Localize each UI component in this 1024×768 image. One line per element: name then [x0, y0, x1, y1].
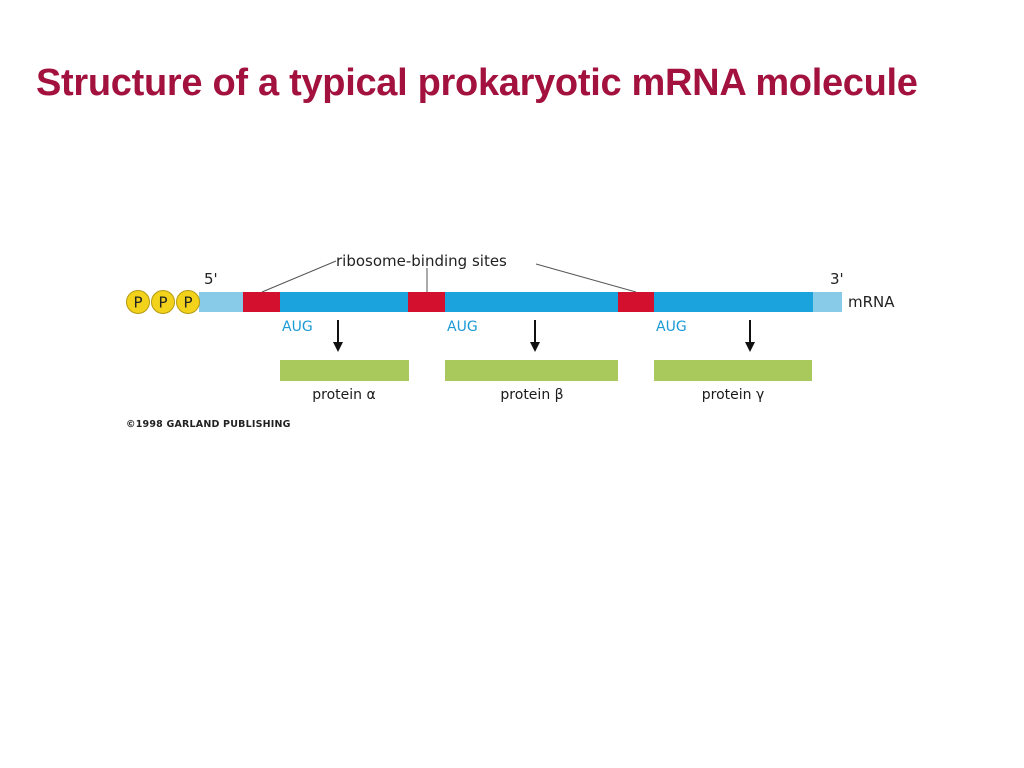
phosphate-2 [151, 290, 175, 314]
protein-bar-gamma [654, 360, 812, 381]
protein-bar-alpha [280, 360, 409, 381]
translation-arrow-1 [333, 320, 343, 352]
coding-region-beta [445, 292, 618, 312]
protein-bar-beta [445, 360, 618, 381]
ribosome-binding-site-2 [408, 292, 445, 312]
coding-region-gamma [654, 292, 813, 312]
mrna-strand [199, 292, 842, 312]
page-title: Structure of a typical prokaryotic mRNA … [36, 62, 918, 104]
triphosphate-group: P P P [126, 290, 200, 314]
ribosome-binding-site-1 [243, 292, 280, 312]
translation-arrows [333, 320, 755, 352]
translation-arrow-3 [745, 320, 755, 352]
protein-label-beta: protein β [500, 387, 563, 403]
leader-line-rbs-3 [535, 263, 637, 293]
phosphate-3 [176, 290, 200, 314]
three-prime-utr [813, 292, 842, 312]
start-codon-label-3: AUG [656, 319, 687, 335]
ribosome-binding-sites-label: ribosome-binding sites [336, 252, 507, 270]
protein-label-alpha: protein α [312, 387, 375, 403]
translation-arrow-2 [530, 320, 540, 352]
phosphate-label-3: P [183, 294, 192, 312]
phosphate-1 [126, 290, 150, 314]
three-prime-label: 3' [830, 270, 844, 288]
protein-label-gamma: protein γ [702, 387, 765, 403]
coding-region-alpha [280, 292, 408, 312]
ribosome-binding-site-3 [618, 292, 654, 312]
five-prime-utr [199, 292, 243, 312]
phosphate-label-1: P [133, 294, 142, 312]
phosphate-label-2: P [158, 294, 167, 312]
mrna-label: mRNA [848, 293, 895, 311]
five-prime-label: 5' [204, 270, 218, 288]
copyright-notice: ©1998 GARLAND PUBLISHING [126, 419, 291, 430]
start-codon-label-2: AUG [447, 319, 478, 335]
ribosome-binding-leader-lines [261, 260, 637, 293]
start-codon-label-1: AUG [282, 319, 313, 335]
leader-line-rbs-1 [261, 260, 337, 293]
